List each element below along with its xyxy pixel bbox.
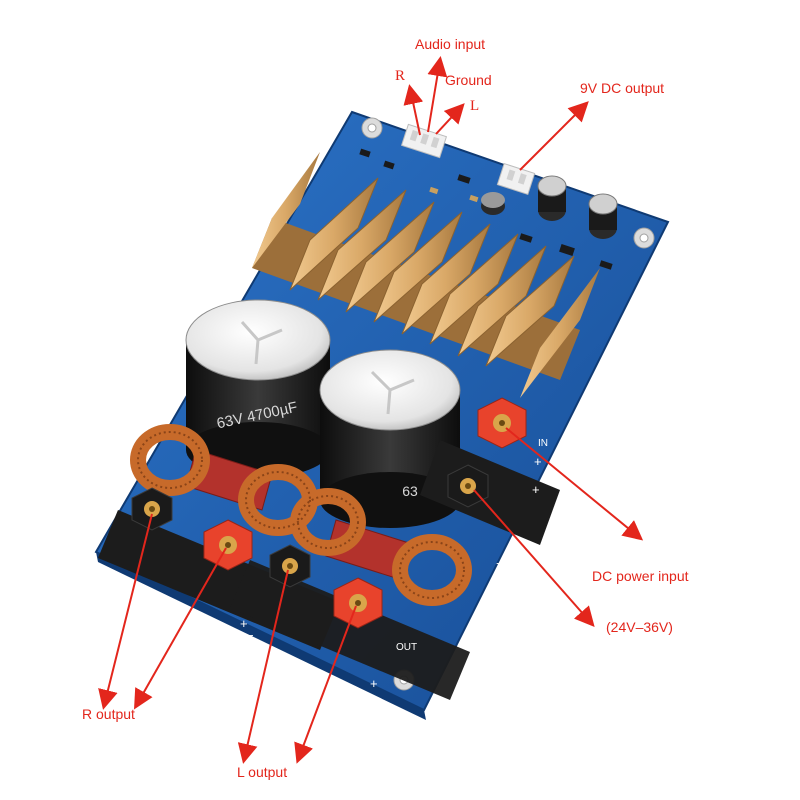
binding-post-l-plus: [333, 577, 383, 629]
silk-l-minus: −: [246, 628, 254, 643]
dc-output-connector: [496, 162, 536, 196]
binding-post-l-minus: [269, 544, 311, 588]
silk-dc-plus: +: [532, 482, 540, 497]
label-9v-dc-output: 9V DC output: [580, 80, 665, 96]
arrow-icon: [134, 547, 227, 710]
arrow-icon: [519, 101, 589, 171]
binding-post-dc-minus: [447, 464, 489, 508]
small-capacitors: [481, 175, 618, 239]
label-r-input: R: [395, 68, 406, 84]
silk-l-plus: +: [240, 616, 248, 631]
label-l-input: L: [470, 98, 480, 114]
arrow-icon: [98, 513, 153, 710]
large-capacitor-left: 63V 4700µF: [185, 299, 331, 478]
terminal-blocks: [98, 440, 560, 700]
arrow-icon: [505, 427, 644, 541]
annotation-arrows: [98, 56, 644, 764]
silk-l-plus-2: +: [350, 682, 358, 697]
arrow-icon: [294, 605, 357, 764]
label-r-output: R output: [82, 706, 135, 722]
silk-dc-minus: −: [496, 556, 504, 571]
pcb-edge: [96, 552, 426, 720]
label-ground: Ground: [445, 72, 492, 88]
label-dc-power-input: DC power input: [592, 568, 689, 584]
arrow-icon: [473, 489, 595, 628]
silk-r-minus: −: [118, 574, 126, 589]
label-voltage-range: (24V–36V): [606, 619, 673, 635]
arrow-icon: [237, 569, 289, 764]
label-l-output: L output: [237, 764, 288, 780]
cap-rating-right: 63: [402, 483, 418, 499]
arrow-icon: [403, 84, 424, 136]
smd-components: [359, 148, 613, 270]
binding-post-r-plus: [203, 519, 253, 571]
arrow-icon: [427, 56, 448, 133]
arrow-icon: [435, 103, 465, 135]
silk-l-plus-3: +: [370, 676, 378, 691]
silk-dc-plus-2: +: [534, 454, 542, 469]
silk-r-plus: +: [204, 614, 212, 629]
silk-in: IN: [538, 438, 548, 449]
heatsink: [252, 152, 600, 398]
binding-post-r-minus: [131, 487, 173, 531]
label-audio-input: Audio input: [415, 36, 486, 52]
toroid-coils: [130, 424, 472, 606]
silk-out: OUT: [396, 642, 417, 653]
